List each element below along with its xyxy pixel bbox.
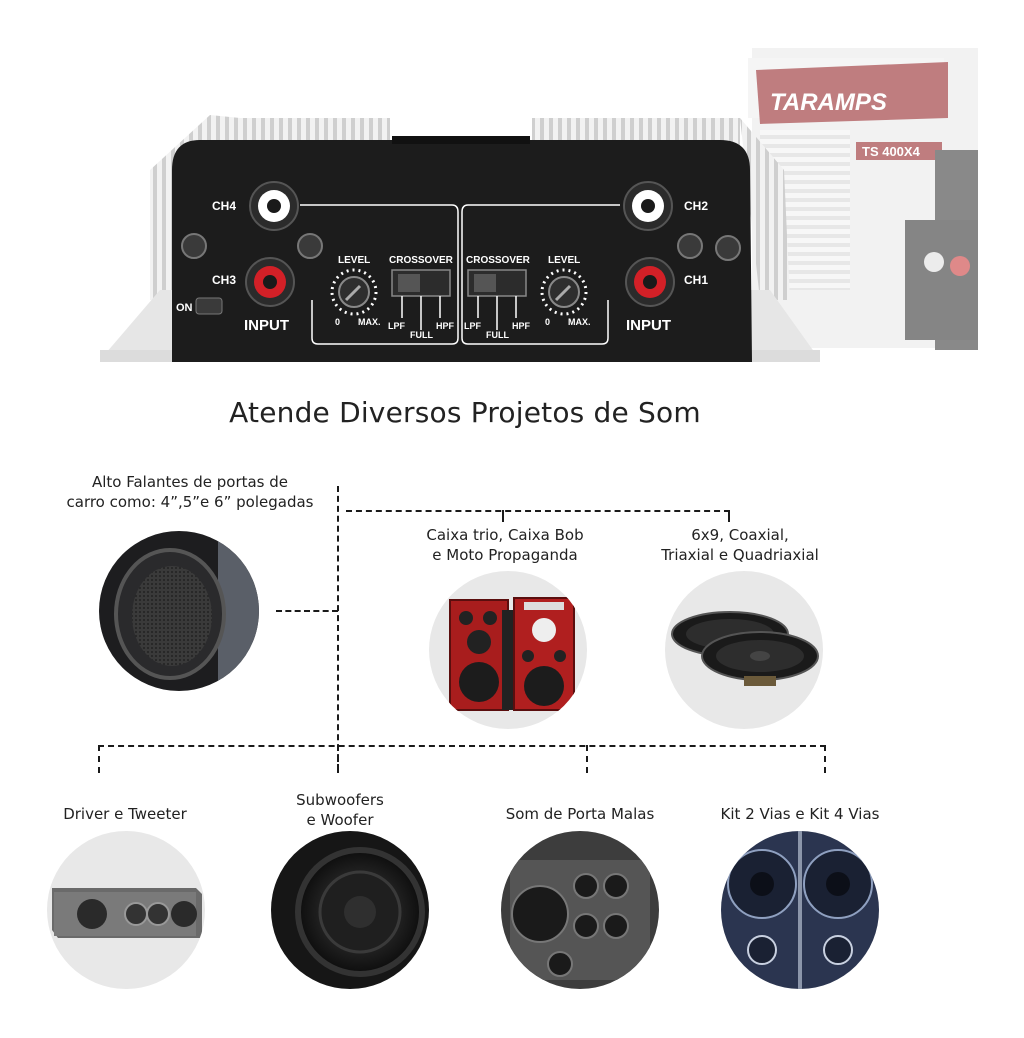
rca-ch4[interactable] xyxy=(249,181,299,231)
caption-line: e Moto Propaganda xyxy=(432,546,578,564)
crossover-switch-right[interactable] xyxy=(467,269,527,330)
label-ch2: CH2 xyxy=(684,199,708,213)
connector-top-drop-1 xyxy=(502,510,504,522)
label-zero-left: 0 xyxy=(335,317,340,327)
connector-bottom-drop-2 xyxy=(337,745,339,773)
speaker-kit-photo xyxy=(721,831,879,989)
label-crossover-right: CROSSOVER xyxy=(466,255,531,266)
caption-subwoofers: Subwoofers e Woofer xyxy=(250,790,430,830)
label-ch1: CH1 xyxy=(684,273,708,287)
label-lpf-left: LPF xyxy=(388,321,406,331)
label-full-left: FULL xyxy=(410,330,433,340)
connector-main-vertical xyxy=(337,486,339,770)
label-input-right: INPUT xyxy=(626,317,671,334)
secondary-amp-image: TARAMPS TS 400X4 xyxy=(748,48,978,350)
connector-door-speaker xyxy=(276,610,338,612)
connector-bottom-drop-1 xyxy=(98,745,100,773)
label-hpf-left: HPF xyxy=(436,321,455,331)
label-max-left: MAX. xyxy=(358,317,381,327)
label-ch3: CH3 xyxy=(212,273,236,287)
door-speaker-photo xyxy=(99,531,259,691)
caption-trio-box: Caixa trio, Caixa Bob e Moto Propaganda xyxy=(405,525,605,565)
caption-line: 6x9, Coaxial, xyxy=(691,526,789,544)
driver-tweeter-photo xyxy=(47,831,205,989)
screw-icons xyxy=(181,233,741,261)
caption-line: Caixa trio, Caixa Bob xyxy=(426,526,584,544)
trunk-sound-photo xyxy=(501,831,659,989)
caption-line: e Woofer xyxy=(306,811,374,829)
label-full-right: FULL xyxy=(486,330,509,340)
level-knob-right[interactable] xyxy=(540,268,588,316)
trio-box-photo xyxy=(429,571,587,729)
label-level-right: LEVEL xyxy=(548,255,580,266)
caption-6x9: 6x9, Coaxial, Triaxial e Quadriaxial xyxy=(640,525,840,565)
connector-bottom-branch xyxy=(98,745,826,747)
label-crossover-left: CROSSOVER xyxy=(389,255,454,266)
power-switch[interactable] xyxy=(195,297,223,315)
subwoofer-photo xyxy=(271,831,429,989)
rca-ch1[interactable] xyxy=(625,257,675,307)
rca-ch3[interactable] xyxy=(245,257,295,307)
label-zero-right: 0 xyxy=(545,317,550,327)
connector-bottom-drop-4 xyxy=(824,745,826,773)
caption-driver-tweeter: Driver e Tweeter xyxy=(30,804,220,824)
secondary-amp-brand: TARAMPS xyxy=(770,89,887,116)
caption-line: Triaxial e Quadriaxial xyxy=(661,546,819,564)
caption-line: Alto Falantes de portas de xyxy=(91,473,289,491)
connector-top-branch xyxy=(346,510,730,512)
level-knob-left[interactable] xyxy=(330,268,378,316)
crossover-switch-left[interactable] xyxy=(391,269,451,330)
secondary-amp-model: TS 400X4 xyxy=(862,144,921,159)
six-by-nine-speaker-photo xyxy=(665,571,823,729)
caption-door-speakers: Alto Falantes de portas de carro como: 4… xyxy=(40,472,340,512)
label-max-right: MAX. xyxy=(568,317,591,327)
label-lpf-right: LPF xyxy=(464,321,482,331)
caption-line: Driver e Tweeter xyxy=(63,805,187,823)
amplifier-product-image: TARAMPS TS 400X4 xyxy=(100,48,978,362)
label-hpf-right: HPF xyxy=(512,321,531,331)
connector-bottom-drop-3 xyxy=(586,745,588,773)
label-input-left: INPUT xyxy=(244,317,289,334)
section-headline: Atende Diversos Projetos de Som xyxy=(229,396,701,429)
caption-line: carro como: 4”,5”e 6” polegadas xyxy=(66,493,314,511)
caption-trunk: Som de Porta Malas xyxy=(480,804,680,824)
caption-line: Kit 2 Vias e Kit 4 Vias xyxy=(720,805,880,823)
caption-kits: Kit 2 Vias e Kit 4 Vias xyxy=(700,804,900,824)
rca-ch2[interactable] xyxy=(623,181,673,231)
connector-top-drop-2 xyxy=(728,510,730,522)
label-on: ON xyxy=(176,302,193,314)
label-level-left: LEVEL xyxy=(338,255,370,266)
caption-line: Som de Porta Malas xyxy=(505,805,655,823)
caption-line: Subwoofers xyxy=(296,791,384,809)
label-ch4: CH4 xyxy=(212,199,236,213)
